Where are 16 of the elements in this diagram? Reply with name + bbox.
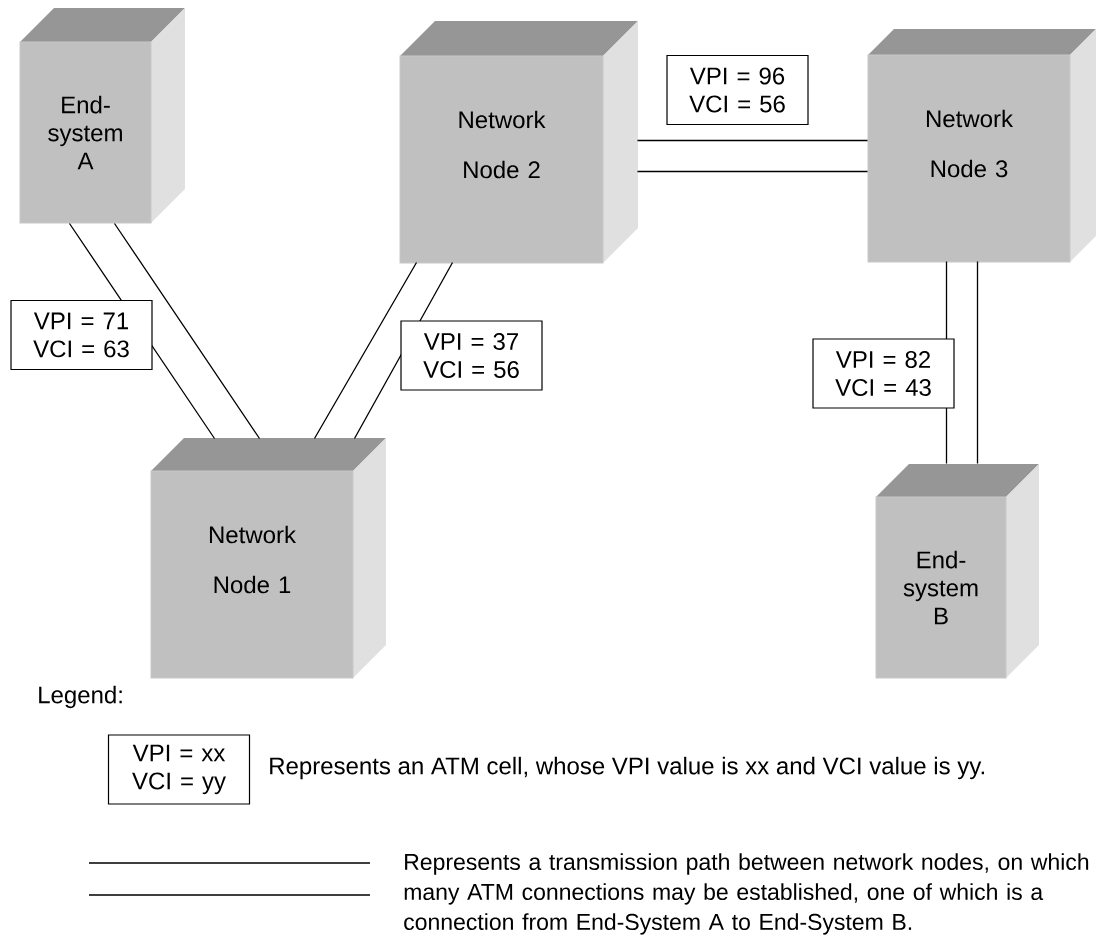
legend-heading: Legend:	[39, 685, 122, 709]
cell-box: VPI = 37 VCI = 56	[400, 320, 543, 391]
cube: Network Node 3	[867, 29, 1096, 263]
legend-text: Represents an ATM cell, whose VPI value is xx and VCI value is yy.	[270, 756, 984, 780]
transmission-path	[636, 139, 869, 173]
cell-box: VPI = 71 VCI = 63	[10, 299, 153, 371]
cube: End- system B	[875, 464, 1039, 679]
transmission-path	[313, 261, 454, 440]
cell-box: VPI = 96 VCI = 56	[666, 54, 809, 126]
cube: Network Node 2	[399, 21, 638, 264]
legend-text: Represents a transmission path between network nodes, on which many ATM connections may be established, one of which is a connection from End-System A to End-System B.	[404, 853, 1089, 935]
cell-box: VPI = 82 VCI = 43	[812, 338, 955, 409]
transmission-path	[68, 222, 261, 440]
cube: End- system A	[19, 8, 185, 224]
cube: Network Node 1	[150, 438, 386, 679]
cell-box: VPI = xx VCI = yy	[107, 734, 251, 805]
